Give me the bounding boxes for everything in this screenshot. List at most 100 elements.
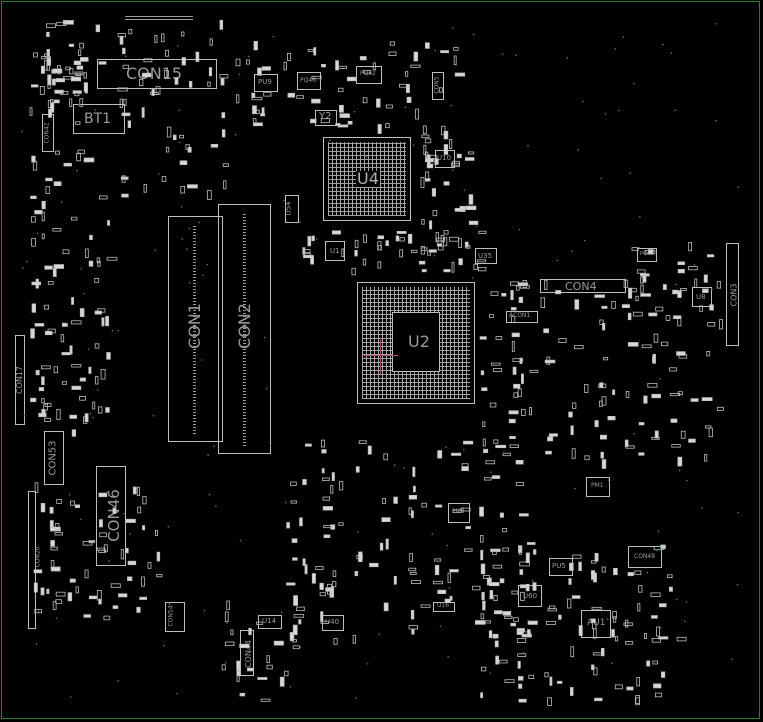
passive-pad bbox=[286, 582, 296, 586]
u8-chip[interactable] bbox=[692, 287, 712, 307]
u4-bga-chip[interactable] bbox=[323, 137, 411, 221]
con46-connector[interactable] bbox=[96, 466, 126, 566]
passive-pad bbox=[261, 66, 271, 71]
bt1-battery[interactable] bbox=[73, 104, 125, 134]
passive-pad bbox=[515, 459, 524, 465]
passive-pad bbox=[424, 42, 430, 49]
passive-pad bbox=[607, 415, 616, 421]
passive-pad bbox=[517, 388, 522, 397]
via bbox=[646, 571, 649, 574]
passive-pad bbox=[34, 609, 42, 614]
via bbox=[676, 598, 678, 601]
passive-pad bbox=[510, 281, 520, 286]
con5-connector[interactable] bbox=[432, 72, 444, 100]
passive-pad bbox=[335, 60, 339, 71]
pq68-chip[interactable] bbox=[637, 248, 657, 262]
passive-pad bbox=[161, 33, 165, 43]
passive-pad bbox=[338, 522, 344, 526]
passive-pad bbox=[518, 545, 523, 553]
passive-pad bbox=[98, 598, 102, 605]
pm1-chip[interactable] bbox=[586, 477, 610, 497]
passive-pad bbox=[447, 572, 451, 583]
passive-pad bbox=[256, 621, 263, 625]
u60-chip[interactable] bbox=[518, 585, 542, 607]
con2-memory-slot[interactable] bbox=[218, 204, 271, 454]
via bbox=[433, 254, 436, 257]
passive-pad bbox=[480, 370, 485, 376]
con3-connector[interactable] bbox=[726, 243, 739, 346]
passive-pad bbox=[220, 78, 225, 86]
passive-pad bbox=[441, 125, 446, 136]
passive-pad bbox=[409, 572, 417, 575]
via bbox=[176, 44, 179, 47]
passive-pad bbox=[431, 188, 436, 197]
via bbox=[76, 169, 78, 172]
via bbox=[129, 533, 131, 535]
passive-pad bbox=[488, 630, 493, 638]
passive-pad bbox=[483, 448, 489, 453]
passive-pad bbox=[34, 210, 43, 215]
con53-connector[interactable] bbox=[44, 431, 64, 485]
passive-pad bbox=[599, 382, 604, 388]
passive-pad bbox=[52, 601, 57, 610]
passive-pad bbox=[395, 235, 400, 242]
via bbox=[224, 661, 227, 664]
con20-connector[interactable] bbox=[28, 491, 36, 629]
pu9-chip[interactable] bbox=[254, 74, 278, 92]
via bbox=[80, 518, 82, 521]
y2-crystal[interactable] bbox=[315, 110, 337, 126]
con42-connector[interactable] bbox=[42, 114, 54, 152]
passive-pad bbox=[245, 59, 250, 65]
via bbox=[234, 133, 237, 136]
passive-pad bbox=[181, 57, 186, 66]
passive-pad bbox=[49, 506, 54, 514]
con15-connector[interactable] bbox=[97, 59, 217, 89]
passive-pad bbox=[572, 554, 582, 559]
passive-pad bbox=[120, 549, 124, 560]
passive-pad bbox=[468, 194, 474, 205]
u8-label: U8 bbox=[696, 293, 706, 301]
passive-pad bbox=[56, 499, 62, 504]
passive-pad bbox=[57, 65, 61, 75]
con54-connector[interactable] bbox=[165, 602, 185, 632]
passive-pad bbox=[409, 553, 413, 562]
passive-pad bbox=[518, 683, 523, 689]
con44-connector[interactable] bbox=[240, 630, 254, 676]
via bbox=[531, 580, 534, 582]
passive-pad bbox=[481, 387, 488, 391]
passive-pad bbox=[291, 538, 298, 543]
u16-chip[interactable] bbox=[433, 602, 455, 612]
passive-pad bbox=[533, 549, 537, 555]
u40-label: U40 bbox=[325, 618, 340, 626]
u35-chip[interactable] bbox=[475, 248, 497, 264]
pq46-chip[interactable] bbox=[297, 72, 321, 90]
passive-pad bbox=[444, 598, 451, 604]
u2-cpu-socket[interactable] bbox=[357, 282, 475, 404]
passive-pad bbox=[599, 319, 604, 325]
con1-memory-slot[interactable] bbox=[168, 216, 223, 442]
u1-chip[interactable] bbox=[325, 241, 345, 261]
pm3-chip[interactable] bbox=[448, 503, 470, 523]
passive-pad bbox=[516, 630, 524, 635]
passive-pad bbox=[339, 480, 344, 491]
passive-pad bbox=[612, 611, 617, 619]
passive-pad bbox=[122, 47, 126, 55]
passive-pad bbox=[385, 538, 389, 550]
u54-chip[interactable] bbox=[285, 195, 299, 223]
passive-pad bbox=[547, 608, 558, 612]
passive-pad bbox=[468, 220, 479, 225]
passive-pad bbox=[75, 586, 79, 594]
con17-connector[interactable] bbox=[15, 335, 25, 425]
pq52-chip[interactable] bbox=[356, 66, 382, 84]
passive-pad bbox=[626, 686, 634, 691]
passive-pad bbox=[320, 611, 324, 622]
passive-pad bbox=[512, 358, 524, 362]
passive-pad bbox=[452, 160, 460, 166]
acon1-connector[interactable] bbox=[506, 311, 538, 323]
passive-pad bbox=[70, 76, 82, 82]
passive-pad bbox=[41, 365, 51, 370]
con4-connector[interactable] bbox=[540, 279, 626, 293]
passive-pad bbox=[45, 177, 53, 182]
con48-connector[interactable] bbox=[628, 546, 662, 568]
via bbox=[489, 672, 492, 674]
